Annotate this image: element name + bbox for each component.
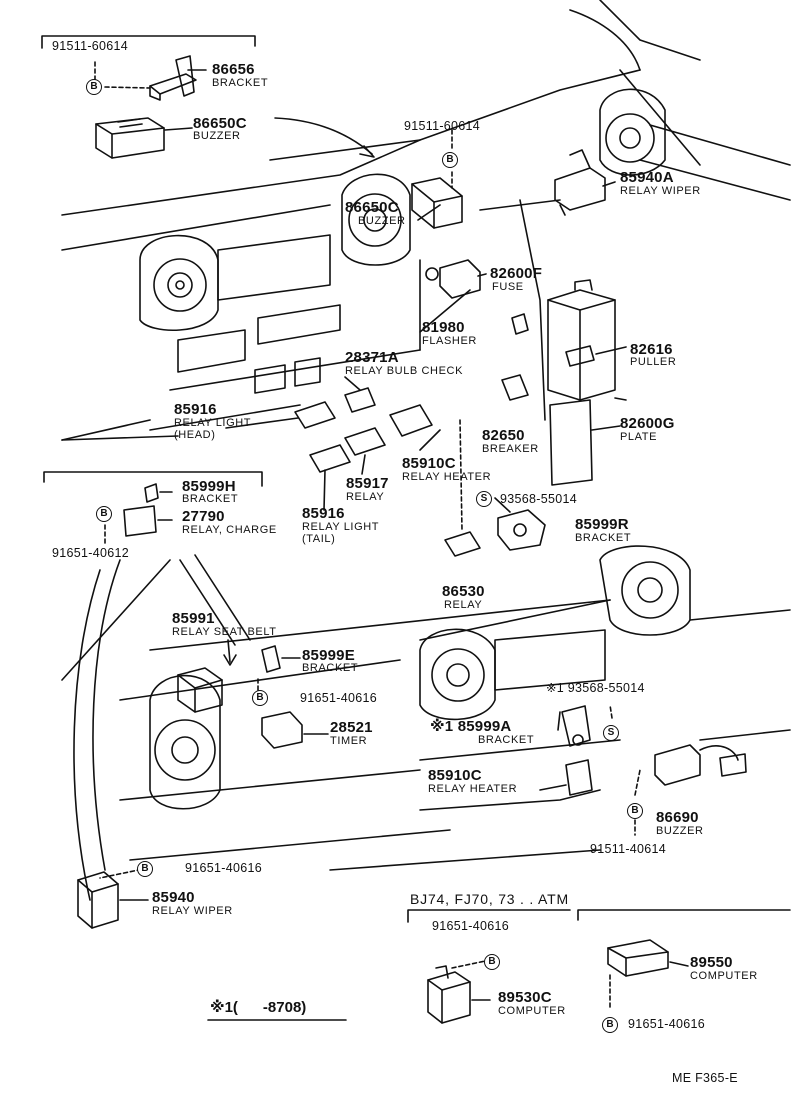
callout-89530c: 89530C xyxy=(498,989,552,1006)
relay-85991-part xyxy=(177,667,223,713)
callout-91511-60614: 91511-60614 xyxy=(52,39,129,53)
callout-85991-name: RELAY SEAT BELT xyxy=(172,626,277,638)
callout-81980-name: FLASHER xyxy=(422,335,477,347)
callout-85910c-lower-name: RELAY HEATER xyxy=(428,783,518,795)
callout-89550: 89550 xyxy=(690,954,733,971)
callout-86690: 86690 xyxy=(656,809,699,826)
callout-85940: 85940 xyxy=(152,889,195,906)
callout-85910c-lower: 85910C xyxy=(428,767,482,784)
callout-82650: 82650 xyxy=(482,427,525,444)
bolt-marker: B xyxy=(86,79,102,95)
footnote-1: ※1( -8708) xyxy=(210,999,307,1016)
callout-82600f-name: FUSE xyxy=(492,281,524,293)
buzzer-86690-part xyxy=(654,744,747,786)
callout-86690-name: BUZZER xyxy=(656,825,704,837)
callout-82616-name: PULLER xyxy=(630,356,677,368)
callout-89530c-name: COMPUTER xyxy=(498,1005,566,1017)
callout-89550-name: COMPUTER xyxy=(690,970,758,982)
callout-85999r: 85999R xyxy=(575,516,629,533)
callout-86650c-center-name: BUZZER xyxy=(358,215,406,227)
callout-86656: 86656 xyxy=(212,61,255,78)
callout-86650c: 86650C xyxy=(193,115,247,132)
callout-85917-name: RELAY xyxy=(346,491,385,503)
callout-85940-name: RELAY WIPER xyxy=(152,905,233,917)
callout-91651-40616-d: 91651-40616 xyxy=(628,1017,705,1031)
callout-81980: 81980 xyxy=(422,319,465,336)
flasher-81980-part xyxy=(425,259,481,299)
computer-89530c-part xyxy=(427,965,471,1024)
callout-82650-name: BREAKER xyxy=(482,443,539,455)
callout-91511-40614: 91511-40614 xyxy=(590,842,667,856)
callout-28521: 28521 xyxy=(330,719,373,736)
callout-85991: 85991 xyxy=(172,610,215,627)
bracket-85999r-part xyxy=(497,509,546,551)
callout-91511-60614-center: 91511-60614 xyxy=(404,119,481,133)
callout-91651-40612: 91651-40612 xyxy=(52,546,129,560)
callout-85916-tail-name: RELAY LIGHT xyxy=(302,521,380,533)
bolt-marker: B xyxy=(627,803,643,819)
bolt-marker: B xyxy=(602,1017,618,1033)
callout-82616: 82616 xyxy=(630,341,673,358)
reference-code: ME F365-E xyxy=(672,1071,738,1085)
callout-91651-40616-a: 91651-40616 xyxy=(300,691,377,705)
screw-marker: S xyxy=(603,725,619,741)
callout-85916-tail: 85916 xyxy=(302,505,345,522)
callout-86650c-center: 86650C xyxy=(345,199,399,216)
callout-91651-40616-c: 91651-40616 xyxy=(432,919,509,933)
callout-85999e-name: BRACKET xyxy=(302,662,359,674)
callout-85916-tail-sub: (TAIL) xyxy=(302,533,336,545)
relay-85940a-part xyxy=(554,149,606,216)
callout-85999h-name: BRACKET xyxy=(182,493,239,505)
callout-27790-name: RELAY, CHARGE xyxy=(182,524,277,536)
computer-89550-part xyxy=(607,939,669,977)
buzzer-86650c-part xyxy=(95,117,165,159)
callout-28371a: 28371A xyxy=(345,349,399,366)
callout-82600f: 82600F xyxy=(490,265,543,282)
bolt-marker: B xyxy=(252,690,268,706)
callout-93568-55014-star: ※1 93568-55014 xyxy=(546,681,645,695)
callout-85910c-name: RELAY HEATER xyxy=(402,471,492,483)
callout-85999e: 85999E xyxy=(302,647,355,664)
callout-85916-head: 85916 xyxy=(174,401,217,418)
callout-93568-55014: 93568-55014 xyxy=(500,492,577,506)
callout-86530: 86530 xyxy=(442,583,485,600)
screw-marker: S xyxy=(476,491,492,507)
callout-85999h: 85999H xyxy=(182,478,236,495)
callout-28521-name: TIMER xyxy=(330,735,368,747)
callout-85910c: 85910C xyxy=(402,455,456,472)
callout-82600g-name: PLATE xyxy=(620,431,658,443)
callout-86530-name: RELAY xyxy=(444,599,483,611)
bolt-marker: B xyxy=(96,506,112,522)
callout-85916-head-name: RELAY LIGHT xyxy=(174,417,252,429)
bolt-marker: B xyxy=(484,954,500,970)
callout-85940a: 85940A xyxy=(620,169,674,186)
bolt-marker: B xyxy=(137,861,153,877)
callout-82600g: 82600G xyxy=(620,415,675,432)
atm-section-heading: BJ74, FJ70, 73 . . ATM xyxy=(410,891,569,907)
callout-85999r-name: BRACKET xyxy=(575,532,632,544)
callout-85917: 85917 xyxy=(346,475,389,492)
callout-27790: 27790 xyxy=(182,508,225,525)
callout-85940a-name: RELAY WIPER xyxy=(620,185,701,197)
relay-85940-part xyxy=(77,871,119,929)
buzzer-86650c-center-part xyxy=(411,177,463,229)
callout-86650c-name: BUZZER xyxy=(193,130,241,142)
callout-91651-40616-b: 91651-40616 xyxy=(185,861,262,875)
callout-85999a: ※1 85999A xyxy=(430,718,512,735)
callout-86656-name: BRACKET xyxy=(212,77,269,89)
callout-85916-head-sub: (HEAD) xyxy=(174,429,216,441)
callout-85999a-name: BRACKET xyxy=(478,734,535,746)
bracket-86656-part xyxy=(149,55,197,101)
callout-28371a-name: RELAY BULB CHECK xyxy=(345,365,464,377)
bolt-marker: B xyxy=(442,152,458,168)
